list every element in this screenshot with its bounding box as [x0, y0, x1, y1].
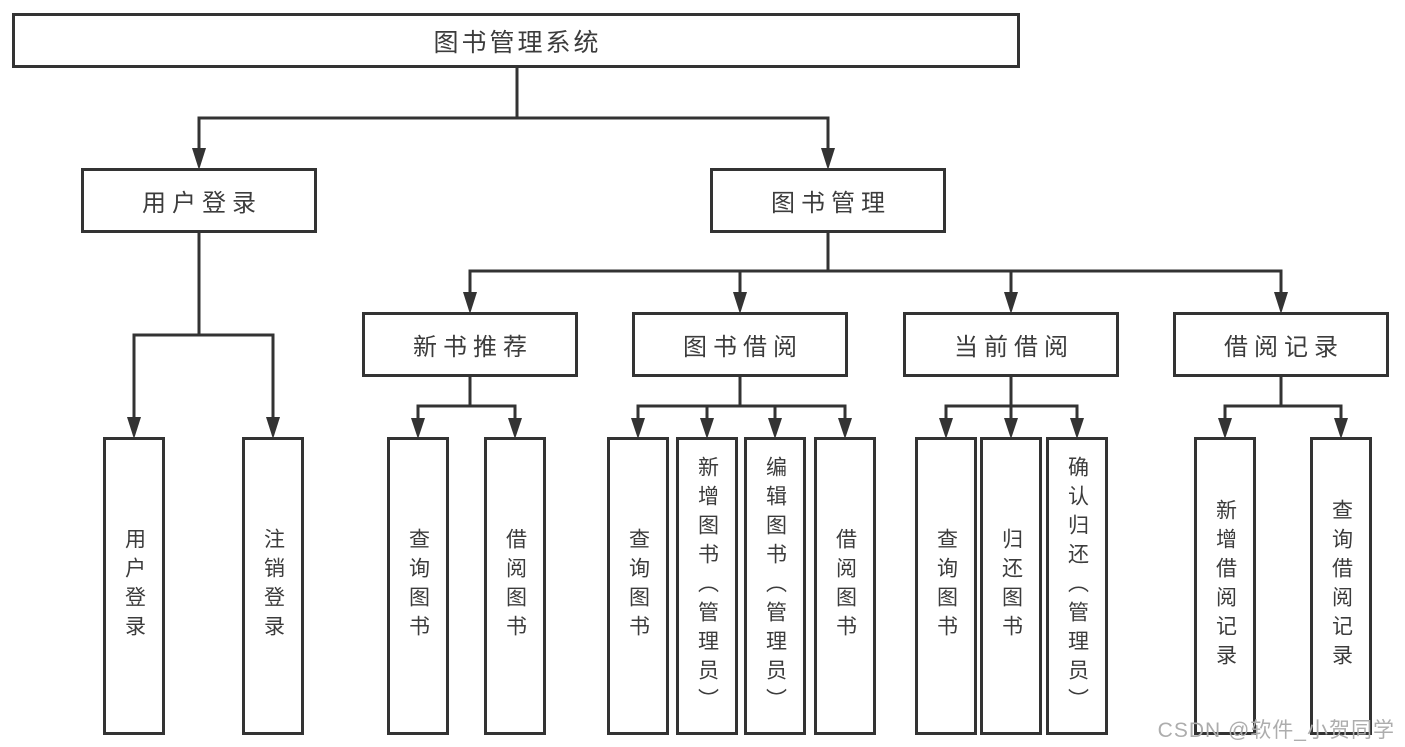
leaf-label: 查询图书 [934, 528, 958, 644]
leaf-borrow-books: 借阅图书 [814, 437, 876, 735]
leaf-label: 查询借阅记录 [1329, 499, 1353, 673]
leaf-query-books-borrow: 查询图书 [607, 437, 669, 735]
leaf-label: 查询图书 [406, 528, 430, 644]
node-label: 图书管理系统 [433, 28, 602, 57]
leaf-edit-books-admin: 编辑图书（管理员） [744, 437, 806, 735]
leaf-label: 借阅图书 [503, 528, 527, 644]
leaf-label: 新增借阅记录 [1213, 499, 1237, 673]
leaf-label: 用户登录 [122, 528, 146, 644]
node-label: 用户登录 [142, 190, 262, 217]
leaf-query-borrow-record: 查询借阅记录 [1310, 437, 1372, 735]
leaf-add-borrow-record: 新增借阅记录 [1194, 437, 1256, 735]
leaf-label: 归还图书 [999, 528, 1023, 644]
leaf-logout: 注销登录 [242, 437, 304, 735]
leaf-return-books: 归还图书 [980, 437, 1042, 735]
leaf-user-login: 用户登录 [103, 437, 165, 735]
node-book-management: 图书管理 [710, 168, 946, 233]
node-new-book-recommendation: 新书推荐 [362, 312, 578, 377]
node-current-borrowing: 当前借阅 [903, 312, 1119, 377]
leaf-query-books-recommend: 查询图书 [387, 437, 449, 735]
leaf-label: 新增图书（管理员） [695, 455, 719, 717]
leaf-label: 查询图书 [626, 528, 650, 644]
node-label: 图书借阅 [683, 334, 803, 361]
node-borrowing-records: 借阅记录 [1173, 312, 1389, 377]
leaf-label: 借阅图书 [833, 528, 857, 644]
leaf-add-books-admin: 新增图书（管理员） [676, 437, 738, 735]
leaf-label: 注销登录 [261, 528, 285, 644]
node-label: 图书管理 [771, 190, 891, 217]
node-label: 借阅记录 [1224, 334, 1344, 361]
leaf-label: 确认归还（管理员） [1065, 455, 1089, 717]
node-book-borrowing: 图书借阅 [632, 312, 848, 377]
leaf-query-books-current: 查询图书 [915, 437, 977, 735]
leaf-label: 编辑图书（管理员） [763, 455, 787, 717]
node-label: 当前借阅 [954, 334, 1074, 361]
node-user-login: 用户登录 [81, 168, 317, 233]
csdn-watermark: CSDN @软件_小贺同学 [1157, 719, 1395, 742]
leaf-borrow-books-recommend: 借阅图书 [484, 437, 546, 735]
node-library-management-system: 图书管理系统 [12, 13, 1020, 68]
node-label: 新书推荐 [413, 334, 533, 361]
leaf-confirm-return-admin: 确认归还（管理员） [1046, 437, 1108, 735]
